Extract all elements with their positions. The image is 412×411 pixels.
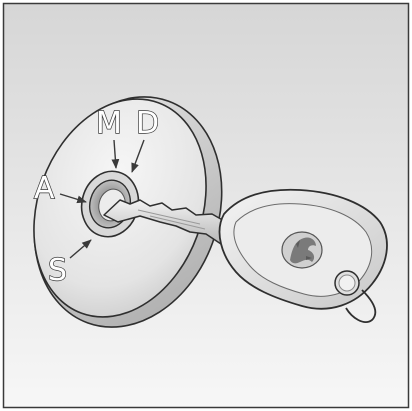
label-m: M — [96, 106, 122, 141]
label-a: A — [34, 171, 55, 206]
remote-button-icon — [335, 271, 359, 295]
label-d: D — [136, 106, 159, 141]
label-s: S — [48, 253, 67, 288]
lion-emblem-icon — [282, 232, 322, 268]
